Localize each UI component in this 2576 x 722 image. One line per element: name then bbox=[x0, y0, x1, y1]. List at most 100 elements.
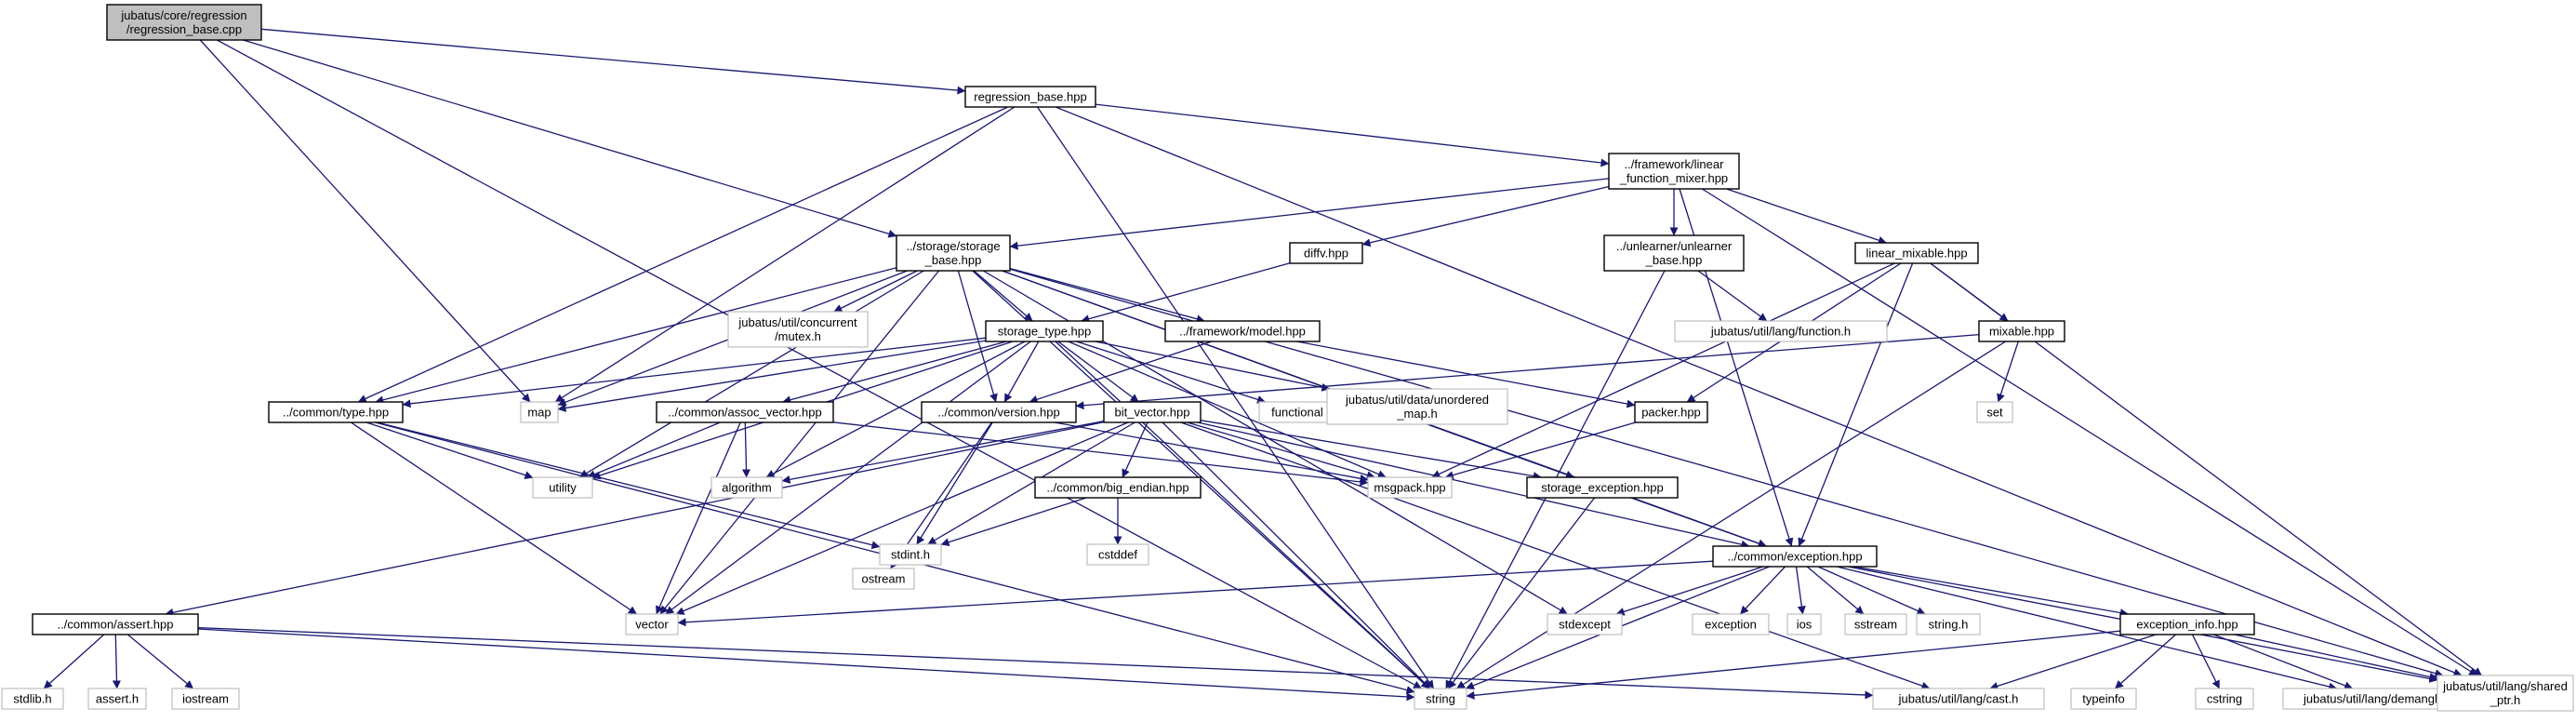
include-edge-storage_type-to-string bbox=[1055, 341, 1430, 689]
file-node-msgpack: msgpack.hpp bbox=[1367, 476, 1453, 499]
node-box bbox=[32, 613, 199, 635]
include-edge-common_exception-to-stdexcept bbox=[1615, 566, 1764, 616]
include-edge-common_assert-to-stdlib bbox=[43, 634, 105, 689]
node-label: exception_info.hpp bbox=[2136, 618, 2237, 632]
include-edge-common_type-to-utility bbox=[365, 421, 534, 479]
node-label: ../framework/model.hpp bbox=[1179, 325, 1306, 339]
file-node-storage-type[interactable]: storage_type.hpp bbox=[985, 320, 1104, 342]
file-node-common-version[interactable]: ../common/version.hpp bbox=[921, 401, 1077, 423]
node-label: functional bbox=[1271, 406, 1323, 420]
node-box bbox=[1916, 613, 1981, 635]
include-edge-common_assert-to-iostream bbox=[126, 634, 194, 689]
file-node-diffv[interactable]: diffv.hpp bbox=[1289, 242, 1363, 264]
node-box bbox=[1844, 613, 1907, 635]
node-box bbox=[1164, 320, 1321, 342]
file-node-storage-exception[interactable]: storage_exception.hpp bbox=[1526, 476, 1679, 499]
include-edge-bit_vector-to-common_assert bbox=[165, 421, 1105, 617]
file-node-common-type[interactable]: ../common/type.hpp bbox=[268, 401, 404, 423]
include-edge-storage_type-to-assoc_vector bbox=[782, 341, 1007, 405]
file-node-utility: utility bbox=[532, 476, 593, 499]
include-edge-exception_info-to-typeinfo bbox=[2114, 634, 2177, 689]
include-edge-regression_base_hpp-to-map bbox=[554, 106, 1016, 403]
include-edge-storage_base-to-utility bbox=[578, 270, 924, 478]
node-label: string.h bbox=[1929, 618, 1969, 632]
include-edge-bit_vector-to-msgpack bbox=[1187, 421, 1375, 479]
node-box bbox=[656, 401, 834, 423]
file-node-string: string bbox=[1414, 688, 1467, 710]
include-edge-storage_type-to-map bbox=[557, 340, 987, 412]
include-edge-regression_base_hpp-to-string bbox=[1036, 106, 1435, 689]
file-node-linear-mixable[interactable]: linear_mixable.hpp bbox=[1854, 242, 1979, 264]
include-edge-bit_vector-to-stdint bbox=[927, 421, 1135, 545]
file-node-packer[interactable]: packer.hpp bbox=[1634, 401, 1708, 423]
file-node-exception-info[interactable]: exception_info.hpp bbox=[2119, 613, 2255, 635]
file-node-big-endian[interactable]: ../common/big_endian.hpp bbox=[1034, 476, 1202, 499]
node-label: cstddef bbox=[1098, 548, 1137, 562]
file-node-regression-base-hpp[interactable]: regression_base.hpp bbox=[964, 86, 1096, 108]
file-node-common-assert[interactable]: ../common/assert.hpp bbox=[32, 613, 199, 635]
node-box bbox=[1086, 543, 1149, 566]
include-edge-storage_base-to-common_version bbox=[957, 270, 998, 403]
node-label: exception bbox=[1705, 618, 1757, 632]
include-edge-linear_function_mixer-to-diffv bbox=[1361, 185, 1610, 247]
node-label: ../framework/linear bbox=[1625, 157, 1725, 171]
node-label: /mutex.h bbox=[775, 329, 821, 343]
node-label: linear_mixable.hpp bbox=[1866, 247, 1967, 261]
node-label: string bbox=[1426, 692, 1455, 706]
node-label: _function_mixer.hpp bbox=[1619, 171, 1728, 185]
file-node-functional: functional bbox=[1258, 401, 1336, 423]
node-label: diffv.hpp bbox=[1304, 247, 1348, 261]
file-node-typeinfo: typeinfo bbox=[2070, 688, 2137, 710]
file-node-stdint: stdint.h bbox=[879, 543, 942, 566]
include-edge-exception_info-to-string bbox=[1466, 630, 2121, 700]
node-box bbox=[1854, 242, 1979, 264]
include-edge-big_endian-to-stdint bbox=[940, 497, 1087, 546]
include-edge-framework_model-to-packer bbox=[1296, 341, 1636, 408]
node-label: _ptr.h bbox=[2490, 693, 2521, 707]
file-node-unlearner-base[interactable]: ../unlearner/unlearner_base.hpp bbox=[1603, 234, 1745, 272]
include-edge-mixable-to-set bbox=[1997, 341, 2019, 403]
file-nodes: jubatus/core/regression/regression_base.… bbox=[1, 4, 2574, 712]
include-edge-common_exception-to-ios bbox=[1795, 566, 1806, 615]
node-label: msgpack.hpp bbox=[1374, 481, 1445, 495]
include-edge-linear_function_mixer-to-shared_ptr bbox=[1701, 188, 2478, 676]
include-edge-bit_vector-to-storage_exception bbox=[1200, 420, 1542, 481]
file-node-sstream: sstream bbox=[1844, 613, 1907, 635]
include-edge-common_assert-to-string bbox=[197, 628, 1415, 702]
file-node-storage-base[interactable]: ../storage/storage_base.hpp bbox=[896, 234, 1011, 272]
include-edge-common_exception-to-vector bbox=[677, 560, 1714, 627]
include-edge-bit_vector-to-common_exception bbox=[1197, 421, 1750, 549]
node-label: storage_exception.hpp bbox=[1541, 481, 1664, 495]
include-edge-storage_type-to-common_version bbox=[1003, 341, 1040, 403]
node-box bbox=[727, 311, 869, 348]
file-node-root[interactable]: jubatus/core/regression/regression_base.… bbox=[106, 4, 262, 41]
node-box bbox=[1978, 320, 2065, 342]
node-box bbox=[625, 613, 679, 635]
node-label: jubatus/util/data/unordered bbox=[1345, 393, 1489, 407]
include-edge-storage_type-to-common_type bbox=[402, 337, 987, 408]
include-edge-mixable-to-string bbox=[1456, 341, 2006, 689]
file-node-stdlib: stdlib.h bbox=[1, 688, 64, 710]
file-node-assoc-vector[interactable]: ../common/assoc_vector.hpp bbox=[656, 401, 834, 423]
file-node-common-exception[interactable]: ../common/exception.hpp bbox=[1712, 545, 1878, 568]
file-node-mixable[interactable]: mixable.hpp bbox=[1978, 320, 2065, 342]
node-label: stdexcept bbox=[1559, 618, 1611, 632]
include-edge-exception_info-to-lang_cast bbox=[1989, 634, 2157, 690]
file-node-linear-function-mixer[interactable]: ../framework/linear_function_mixer.hpp bbox=[1608, 153, 1740, 190]
node-label: jubatus/util/lang/cast.h bbox=[1898, 692, 2019, 706]
include-edge-unlearner_base-to-lang_function bbox=[1697, 270, 1768, 322]
file-node-bit-vector[interactable]: bit_vector.hpp bbox=[1103, 401, 1202, 423]
include-edge-bit_vector-to-big_endian bbox=[1122, 421, 1149, 478]
include-edge-framework_model-to-common_version bbox=[1029, 341, 1213, 404]
include-edge-storage_base-to-vector bbox=[659, 270, 940, 615]
node-label: storage_type.hpp bbox=[998, 325, 1091, 339]
file-node-concurrent-mutex: jubatus/util/concurrent/mutex.h bbox=[727, 311, 869, 348]
include-edge-root-to-regression_base_hpp bbox=[260, 28, 966, 95]
include-edge-exception_info-to-cstring bbox=[2191, 634, 2221, 689]
file-node-assert-h: assert.h bbox=[87, 688, 147, 710]
include-edge-storage_type-to-algorithm bbox=[765, 341, 1026, 478]
file-node-vector: vector bbox=[625, 613, 679, 635]
node-box bbox=[1976, 401, 2013, 423]
file-node-framework-model[interactable]: ../framework/model.hpp bbox=[1164, 320, 1321, 342]
include-edge-storage_type-to-bit_vector bbox=[1057, 341, 1139, 403]
